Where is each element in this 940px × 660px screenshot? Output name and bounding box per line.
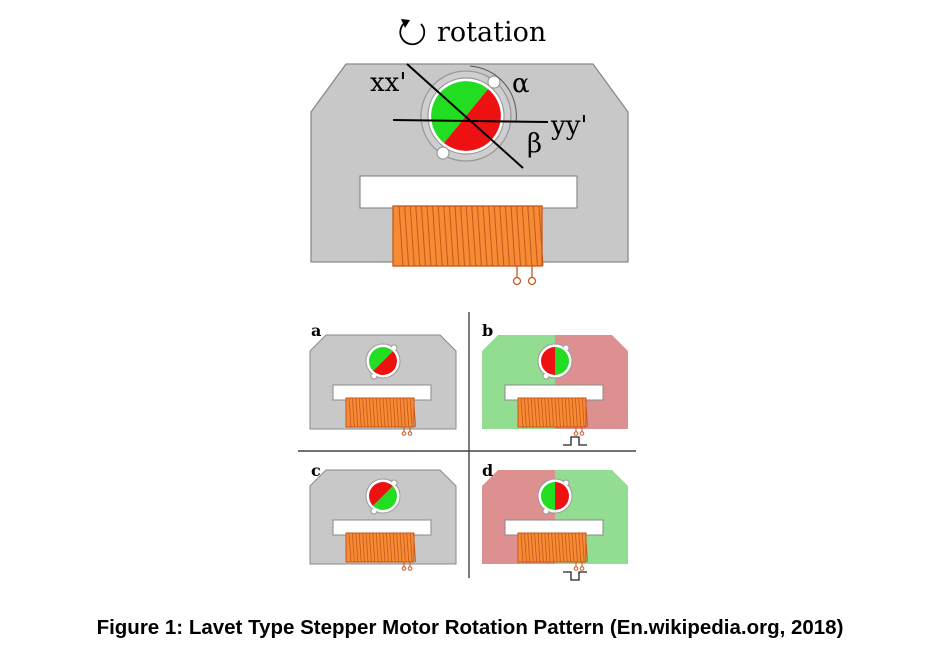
stator-body	[310, 63, 629, 263]
alpha-label: α	[512, 69, 530, 99]
coil	[345, 532, 416, 571]
beta-label: β	[527, 129, 542, 159]
panel-b-label: b	[482, 321, 493, 340]
panel-a-label: a	[311, 321, 321, 340]
axis-yy-label: yy'	[550, 111, 588, 141]
rotor-magnet	[369, 481, 397, 511]
panel-c-label: c	[311, 461, 321, 480]
panel-b	[482, 335, 628, 446]
axis-xx-label: xx'	[370, 68, 406, 98]
panel-d-label: d	[482, 461, 493, 480]
coil	[517, 397, 588, 436]
coil	[392, 205, 544, 286]
rotor-magnet	[369, 347, 397, 375]
main-motor: rotation xx' yy' α β	[310, 17, 629, 286]
positive-pulse-symbol	[563, 436, 587, 446]
panel-a	[309, 334, 457, 436]
rotation-label: rotation	[437, 17, 546, 48]
panel-c	[309, 469, 457, 571]
panel-grid	[298, 312, 636, 578]
angle-arc	[469, 65, 517, 123]
rotor-magnet	[541, 347, 569, 375]
axis-yy-line	[392, 119, 549, 123]
stator-slot	[359, 175, 578, 209]
negative-pulse-symbol	[563, 571, 587, 581]
rotation-arrow-icon	[399, 19, 426, 46]
rotor-magnet	[541, 482, 569, 510]
axis-xx-line	[406, 63, 524, 169]
coil	[517, 532, 588, 571]
figure-caption: Figure 1: Lavet Type Stepper Motor Rotat…	[96, 616, 844, 639]
panel-d	[482, 470, 628, 581]
coil	[345, 397, 416, 436]
